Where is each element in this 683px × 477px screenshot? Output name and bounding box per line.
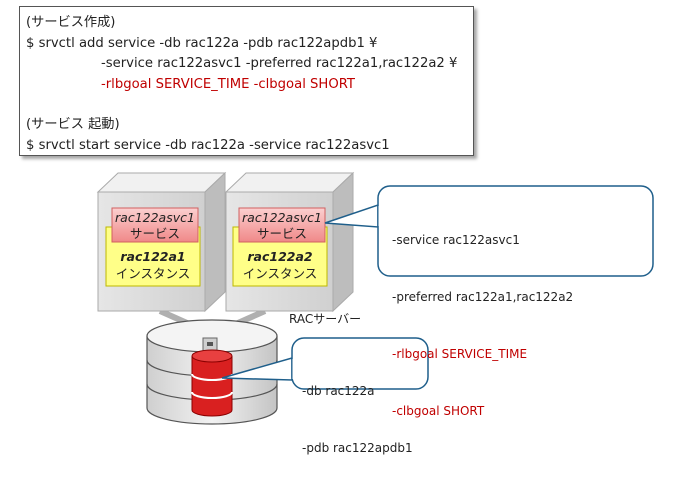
create-command-line-3: -rlbgoal SERVICE_TIME -clbgoal SHORT: [101, 76, 355, 92]
service-box-1: [111, 207, 199, 243]
rac-server-label: RACサーバー: [289, 312, 362, 326]
service-label-1: サービス: [129, 226, 180, 241]
instance-name-2: rac122a2: [247, 249, 313, 264]
db-callout-text: -db rac122a -pdb rac122apdb1: [302, 344, 413, 477]
service-callout-line-2: -preferred rac122a1,rac122a2: [392, 290, 574, 304]
service-callout-line-3: -rlbgoal SERVICE_TIME: [392, 347, 528, 361]
server-1: [96, 171, 227, 313]
command-box: (サービス作成) $ srvctl add service -db rac122…: [19, 6, 474, 156]
create-command-line-1: $ srvctl add service -db rac122a -pdb ra…: [26, 35, 378, 51]
service-callout-box: [377, 185, 654, 277]
service-callout-line-1: -service rac122asvc1: [392, 233, 520, 247]
start-command-line-1: $ srvctl start service -db rac122a -serv…: [26, 137, 390, 153]
start-header: (サービス 起動): [26, 117, 120, 132]
instance-name-1: rac122a1: [120, 249, 186, 264]
service-label-2: サービス: [256, 226, 307, 241]
storage-cylinder: [146, 319, 278, 425]
service-callout-line-4: -clbgoal SHORT: [392, 404, 485, 418]
database-icon: [191, 337, 233, 417]
db-callout-line-1: -db rac122a: [302, 384, 375, 398]
instance-label-1: インスタンス: [115, 266, 191, 281]
db-callout-box: [291, 337, 429, 390]
service-callout-text: -service rac122asvc1 -preferred rac122a1…: [392, 193, 573, 440]
service-name-1: rac122asvc1: [115, 210, 195, 225]
create-command-line-2: -service rac122asvc1 -preferred rac122a1…: [101, 56, 458, 71]
instance-label-2: インスタンス: [242, 266, 318, 281]
server-2: [224, 171, 355, 313]
db-callout-line-2: -pdb rac122apdb1: [302, 441, 413, 455]
create-header: (サービス作成): [26, 15, 116, 30]
rac-diagram: [96, 171, 654, 425]
service-name-2: rac122asvc1: [242, 210, 322, 225]
service-box-2: [238, 207, 326, 243]
